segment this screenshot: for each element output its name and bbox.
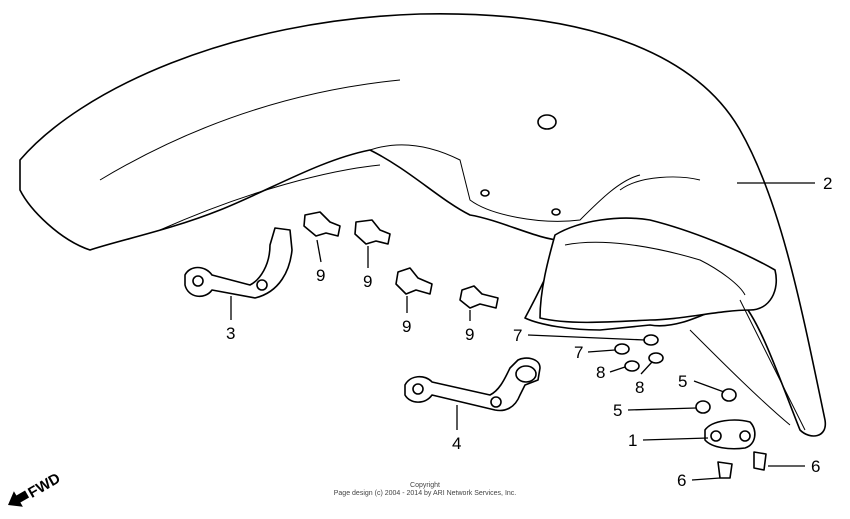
washer-8b[interactable]: [648, 352, 664, 364]
grommet-5a[interactable]: [721, 388, 737, 402]
plate-1[interactable]: [704, 419, 756, 450]
callout-5b: 5: [613, 401, 622, 420]
callout-7b: 7: [574, 343, 583, 362]
fender-stay-right[interactable]: [404, 357, 541, 412]
callout-9d: 9: [465, 325, 474, 344]
page-design-credit: Page design (c) 2004 - 2014 by ARI Netwo…: [333, 490, 517, 497]
callout-5a: 5: [678, 372, 687, 391]
front-fender[interactable]: [19, 13, 826, 437]
copyright-line: Copyright: [410, 482, 440, 489]
nut-7a[interactable]: [614, 343, 630, 355]
washer-8a[interactable]: [624, 360, 640, 372]
callout-8a: 8: [596, 363, 605, 382]
callout-9a: 9: [316, 266, 325, 285]
bolt-9b[interactable]: [354, 219, 391, 245]
callout-6a: 6: [677, 471, 686, 490]
nut-7b[interactable]: [643, 334, 659, 346]
callout-8b: 8: [635, 378, 644, 397]
grommet-5b[interactable]: [695, 400, 711, 414]
callout-6b: 6: [811, 457, 820, 476]
bolt-9a[interactable]: [303, 211, 341, 237]
callout-9b: 9: [363, 272, 372, 291]
screw-6b[interactable]: [753, 451, 767, 471]
callout-3: 3: [226, 324, 235, 343]
callout-4: 4: [452, 434, 461, 453]
screw-6a[interactable]: [717, 461, 733, 479]
callout-9c: 9: [402, 317, 411, 336]
callout-2: 2: [823, 174, 832, 193]
callout-1: 1: [628, 431, 637, 450]
bolt-9c[interactable]: [395, 267, 433, 295]
bolt-9d[interactable]: [459, 285, 499, 309]
fender-stay-left[interactable]: [184, 227, 293, 299]
callout-7a: 7: [513, 326, 522, 345]
